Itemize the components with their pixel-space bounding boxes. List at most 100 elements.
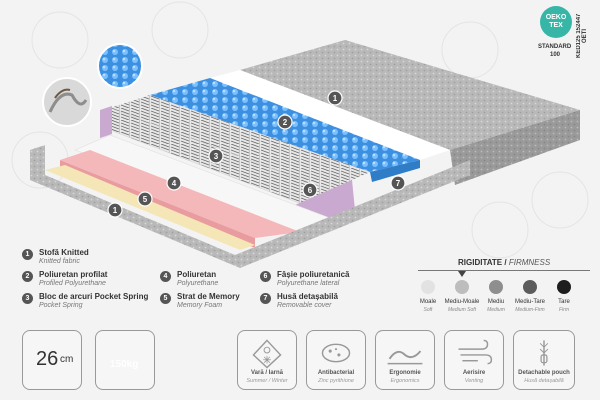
legend-sublabel: Knitted fabric — [39, 258, 80, 265]
feature-sublabel: Venting — [464, 378, 484, 384]
oeko-tex-badge: OEKO TEX STANDARD 100 KED125 152447 OETI — [538, 6, 596, 66]
feature-card-summer-winter: Vară / Iarnă Summer / Winter — [237, 330, 297, 390]
callout-marker: 3 — [208, 148, 224, 164]
profiled-foam-edge — [370, 160, 420, 182]
cover-top-fabric — [240, 40, 580, 150]
firmness-level-sublabel: Soft — [423, 307, 433, 313]
callout-number: 6 — [308, 186, 313, 195]
air-swirl-icon — [458, 339, 493, 365]
feature-sublabel: Zinc pyrithione — [318, 378, 354, 384]
weight-value: 150kg — [110, 359, 139, 370]
height-unit: cm — [60, 354, 74, 365]
firmness-level-sublabel: Firm — [559, 307, 569, 313]
firmness-level-dot — [455, 280, 469, 294]
legend-number: 4 — [160, 271, 171, 282]
layer-legend: 1 Stofă Knitted Knitted fabric 2 Poliure… — [22, 248, 402, 320]
oeko-brand-line2: TEX — [549, 22, 563, 29]
legend-number: 1 — [22, 249, 33, 260]
callout-marker: 1 — [327, 90, 343, 106]
firmness-level-dot — [421, 280, 435, 294]
callout-number: 7 — [396, 179, 401, 188]
firmness-level-label: Mediu-Moale — [444, 299, 480, 305]
legend-label: Poliuretan — [177, 270, 217, 279]
legend-sublabel: Pocket Spring — [39, 302, 83, 309]
callout-marker: 1 — [107, 202, 123, 218]
cover-inner-lining — [210, 70, 450, 160]
firmness-title-en: FIRMNESS — [508, 258, 551, 267]
legend-label: Husă detașabilă — [277, 292, 338, 301]
feature-sublabel: Ergonomics — [390, 378, 420, 384]
feature-label: Detachable pouch — [518, 370, 570, 376]
firmness-title: RIGIDITATE / FIRMNESS — [458, 258, 551, 267]
callout-number: 5 — [143, 195, 148, 204]
firmness-level-sublabel: Medium Soft — [447, 307, 477, 313]
legend-sublabel: Profiled Polyurethane — [39, 280, 106, 287]
firmness-divider — [418, 270, 590, 272]
oeko-brand-line1: OEKO — [545, 14, 567, 21]
height-value: 26 — [36, 348, 59, 370]
legend-label: Fâșie poliuretanică — [277, 270, 350, 279]
callout-marker: 4 — [166, 175, 182, 191]
legend-sublabel: Polyurethane lateral — [277, 280, 340, 287]
feature-card-venting: Aerisire Venting — [444, 330, 504, 390]
callout-marker: 6 — [302, 182, 318, 198]
callout-number: 1 — [333, 94, 338, 103]
callout-number: 3 — [214, 152, 219, 161]
firmness-level-label: Mediu-Tare — [514, 299, 545, 305]
base-foam-top — [45, 165, 255, 250]
feature-label: Ergonomie — [389, 370, 421, 376]
legend-sublabel: Polyurethane — [177, 280, 219, 287]
legend-label: Bloc de arcuri Pocket Spring — [39, 292, 149, 301]
legend-label: Poliuretan profilat — [39, 270, 108, 279]
legend-number: 7 — [260, 293, 271, 304]
firmness-level-dot — [557, 280, 571, 294]
oeko-certificate-code: KED125 152447 OETI — [576, 13, 588, 59]
feature-label: Aerisire — [462, 370, 486, 376]
zipper-icon — [539, 340, 549, 366]
legend-sublabel: Removable cover — [277, 302, 332, 309]
height-spec-card: 26 cm — [22, 330, 82, 390]
callout-marker: 7 — [390, 175, 406, 191]
firmness-level-label: Moale — [419, 299, 437, 305]
pocket-spring-block — [110, 95, 370, 190]
weight-spec-card: 150kg — [95, 330, 155, 390]
memory-foam-top — [60, 150, 300, 238]
legend-number: 6 — [260, 271, 271, 282]
callout-number: 1 — [113, 206, 118, 215]
feature-card-ergonomics: Ergonomie Ergonomics — [375, 330, 435, 390]
feature-sublabel: Summer / Winter — [246, 378, 288, 384]
oeko-standard-label: STANDARD — [538, 44, 572, 50]
feature-card-antibacterial: Antibacterial Zinc pyrithione — [306, 330, 366, 390]
feature-label: Vară / Iarnă — [250, 370, 284, 376]
firmness-level-sublabel: Medium — [487, 307, 505, 313]
cover-right-side — [450, 110, 580, 185]
legend-number: 3 — [22, 293, 33, 304]
firmness-level-label: Mediu — [487, 299, 505, 305]
lateral-strip-left — [100, 106, 112, 138]
legend-label: Strat de Memory — [177, 292, 240, 301]
firmness-title-ro: RIGIDITATE — [458, 258, 503, 267]
quilted-background — [11, 1, 589, 259]
legend-sublabel: Memory Foam — [177, 302, 223, 309]
firmness-level-sublabel: Medium-Firm — [515, 307, 545, 313]
callout-number: 4 — [172, 179, 177, 188]
legend-label: Stofă Knitted — [39, 248, 89, 257]
firmness-level-dot — [523, 280, 537, 294]
pocket-spring-detail-bubble — [42, 77, 92, 127]
firmness-level-label: Tare — [558, 299, 570, 305]
firmness-level-dot — [489, 280, 503, 294]
bacteria-icon — [321, 343, 351, 363]
callout-markers: 1 2 3 4 5 6 7 1 — [107, 90, 406, 218]
callout-number: 2 — [283, 118, 288, 127]
ergonomics-icon — [387, 350, 423, 365]
feature-card-detachable: Detachable pouch Husă detașabilă — [513, 330, 575, 390]
firmness-selected-pointer — [458, 271, 466, 277]
feature-label: Antibacterial — [317, 370, 355, 376]
legend-number: 5 — [160, 293, 171, 304]
profiled-foam-detail-bubble — [97, 43, 143, 89]
oeko-standard-number: 100 — [550, 52, 561, 58]
feature-sublabel: Husă detașabilă — [524, 378, 564, 384]
oeko-tex-logo: OEKO TEX — [540, 6, 572, 38]
